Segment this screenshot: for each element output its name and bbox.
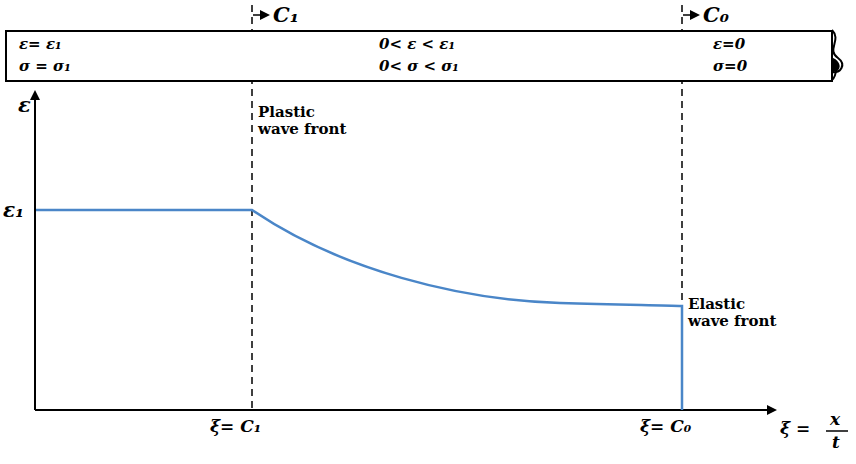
axis-label: t [832, 432, 840, 452]
region-state: ε= ε₁ [19, 35, 62, 53]
axis-label: ξ= C₁ [210, 416, 261, 436]
axis-label: ξ = [780, 418, 810, 438]
strain-curve [36, 210, 682, 410]
region-state: σ=0 [713, 57, 747, 75]
front-label: Elastic wave front [688, 296, 783, 331]
region-state: 0< ε < ε₁ [379, 35, 455, 53]
axis-label: x [830, 409, 840, 429]
direction-arrow [683, 14, 698, 16]
y-axis [34, 92, 36, 410]
region-state: ε=0 [713, 35, 745, 53]
wave-speed-label: C₁ [273, 2, 299, 27]
front-label: Plastic wave front [258, 104, 353, 139]
x-axis [35, 409, 775, 411]
axis-label: ξ= C₀ [640, 416, 691, 436]
axis-label: ε₁ [3, 198, 24, 222]
fraction-bar [826, 430, 848, 432]
direction-arrow [253, 14, 268, 16]
wave-speed-label: C₀ [703, 2, 729, 27]
region-state: σ = σ₁ [19, 57, 71, 75]
region-state: 0< σ < σ₁ [379, 57, 459, 75]
bar-specimen: ε= ε₁ σ = σ₁ 0< ε < ε₁ 0< σ < σ₁ ε=0 σ=0 [5, 30, 833, 82]
axis-label: ε [18, 92, 31, 117]
